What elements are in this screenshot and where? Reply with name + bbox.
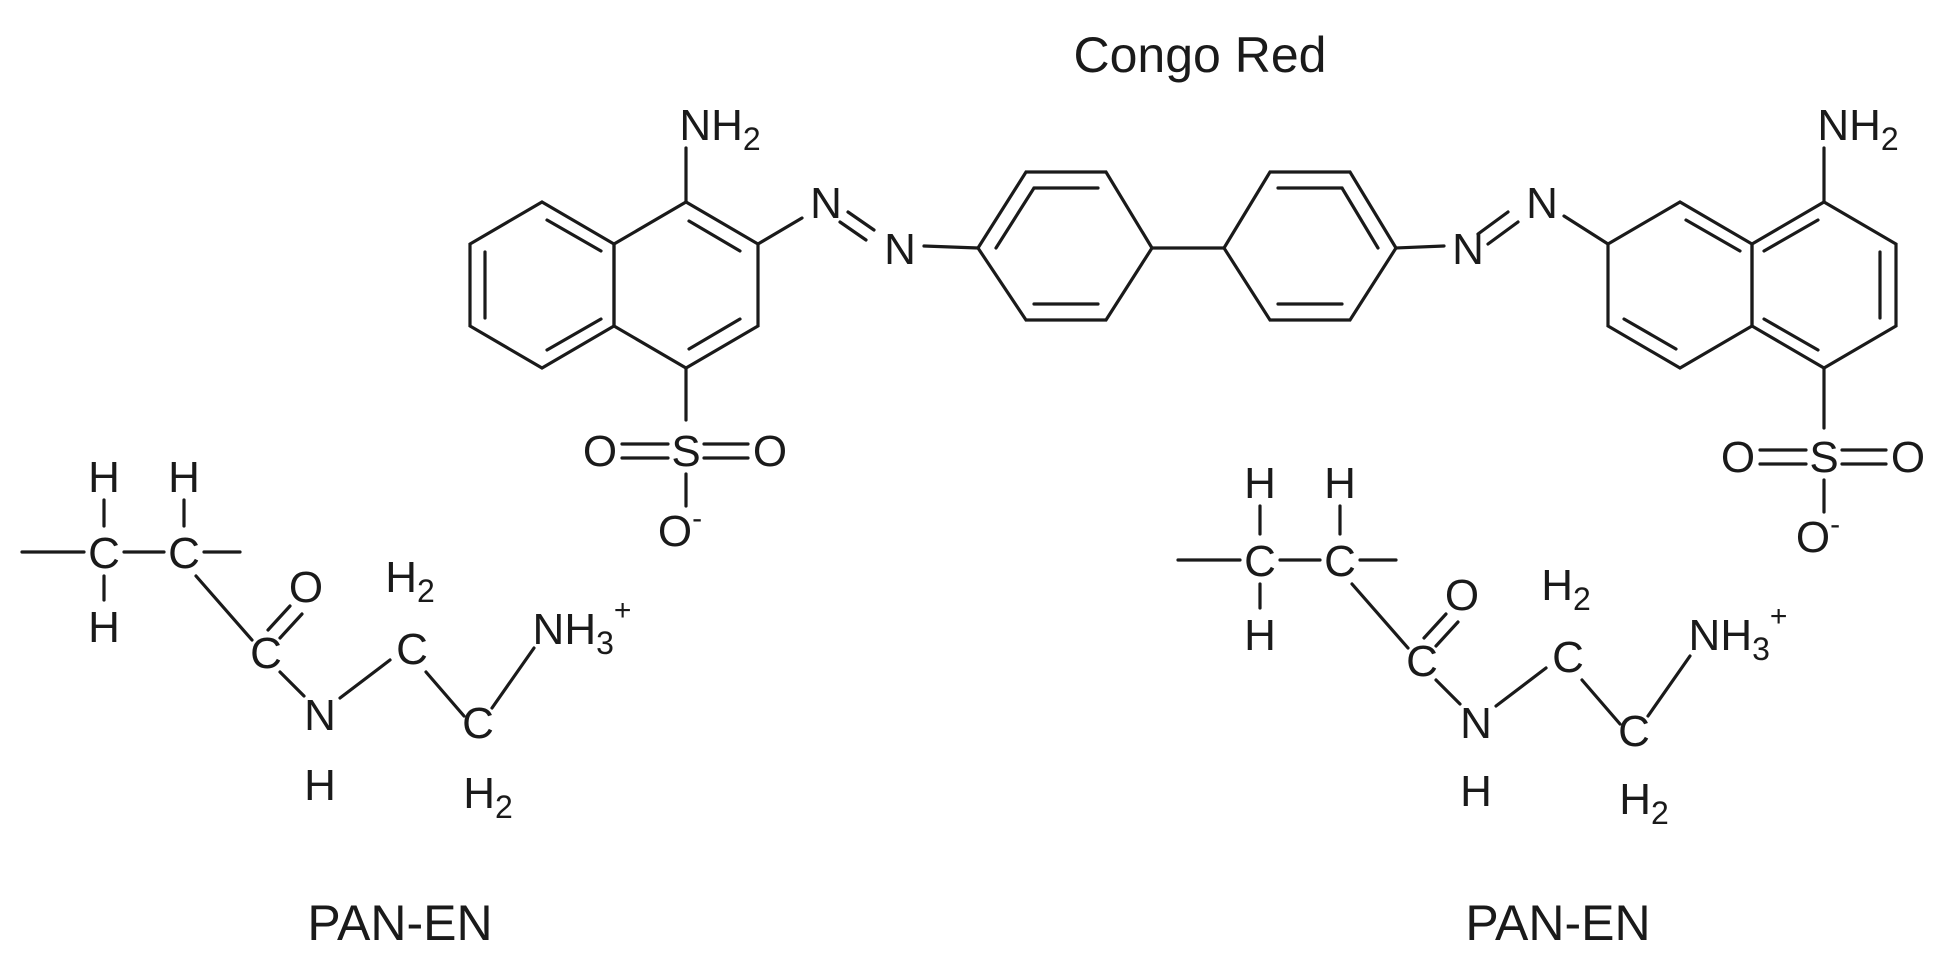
bond: [1562, 214, 1610, 246]
atom: H2: [1619, 775, 1669, 831]
h-atom: H: [304, 761, 336, 810]
pan-en-right: C C H H H C O N H C H2 C H2 NH3+ PAN-EN: [1176, 459, 1788, 951]
s-atom: S: [671, 427, 700, 476]
double-bond: [687, 219, 742, 253]
congo-red-molecule: NH2 S O O O- N N: [468, 101, 1925, 562]
diagram-title: Congo Red: [1074, 27, 1327, 83]
biphenyl-ring-right: [1222, 170, 1398, 322]
bond: [266, 604, 292, 632]
c-atom: C: [462, 699, 494, 748]
c-atom: C: [250, 629, 282, 678]
o-atom: O: [583, 427, 617, 476]
c-atom: C: [1552, 633, 1584, 682]
o-atom: O: [1445, 571, 1479, 620]
left-naphthalene: [468, 200, 760, 370]
left-naphthalene-ring-inner: [612, 200, 760, 370]
bond: [1494, 666, 1548, 708]
bond: [922, 244, 980, 250]
h-atom: H: [1244, 459, 1276, 508]
right-naphthalene-ring-inner: [1606, 200, 1754, 370]
h-atom: H: [1460, 767, 1492, 816]
bond: [1434, 620, 1460, 648]
c-atom: C: [1324, 537, 1356, 586]
c-atom: C: [396, 625, 428, 674]
bond: [1646, 654, 1692, 718]
bond: [278, 670, 306, 698]
right-naphthalene-ring-outer: [1750, 200, 1898, 370]
bond: [424, 670, 466, 718]
biphenyl-ring-left: [976, 170, 1154, 322]
n-atom: N: [1460, 699, 1492, 748]
atom: H2: [1541, 561, 1591, 617]
amino-group-left: NH2: [679, 101, 760, 157]
bond: [278, 612, 304, 640]
double-bond: [545, 218, 603, 253]
n-atom: N: [884, 225, 916, 274]
double-bond: [687, 317, 742, 351]
sulfonate-oxygen-left: O-: [658, 502, 702, 556]
h-atom: H: [168, 453, 200, 502]
h-atom: H: [1324, 459, 1356, 508]
o-atom: O: [289, 563, 323, 612]
pan-en-label-right: PAN-EN: [1465, 895, 1650, 951]
left-naphthalene-ring-outer: [468, 200, 616, 370]
shape: [976, 170, 1154, 322]
bond: [490, 646, 536, 710]
bond: [1434, 678, 1462, 706]
bond: [1762, 317, 1820, 352]
c-atom: C: [1618, 707, 1650, 756]
bond: [1762, 218, 1820, 253]
bond: [846, 210, 876, 232]
pan-en-left: C C H H H C O N H C H2 C H2 NH3+ PAN-EN: [20, 453, 632, 951]
o-atom: O: [753, 427, 787, 476]
bond: [1476, 210, 1510, 236]
bond: [994, 186, 1036, 250]
bond: [1422, 612, 1448, 640]
n-atom: N: [304, 691, 336, 740]
bond: [1394, 244, 1446, 250]
bond: [1350, 582, 1410, 650]
bond: [338, 658, 392, 700]
c-atom: C: [1406, 637, 1438, 686]
sulfonate-group-right: S O O O-: [1721, 433, 1925, 562]
bond: [1486, 220, 1520, 246]
h-atom: H: [88, 453, 120, 502]
o-atom: O: [1891, 433, 1925, 482]
bond: [194, 574, 254, 642]
shape: [1222, 170, 1398, 322]
o-atom: O: [1721, 433, 1755, 482]
bond: [1340, 186, 1380, 250]
h-atom: H: [1244, 611, 1276, 660]
sulfonate-oxygen-right: O-: [1796, 508, 1840, 562]
amino-group-right: NH2: [1817, 101, 1898, 157]
c-atom: C: [1244, 537, 1276, 586]
double-bond: [545, 317, 603, 352]
atom: H2: [463, 769, 513, 825]
s-atom: S: [1809, 433, 1838, 482]
pan-en-label-left: PAN-EN: [307, 895, 492, 951]
n-atom: N: [1526, 179, 1558, 228]
right-naphthalene: [1606, 200, 1898, 370]
bond: [756, 216, 804, 246]
c-atom: C: [168, 529, 200, 578]
h-atom: H: [88, 603, 120, 652]
bond: [1622, 317, 1678, 351]
sulfonate-group-left: S O O O-: [583, 427, 787, 556]
n-atom: N: [810, 179, 842, 228]
ammonium-group-left: NH3+: [533, 594, 632, 661]
bond: [1580, 678, 1622, 726]
bond: [1684, 218, 1742, 253]
c-atom: C: [88, 529, 120, 578]
ammonium-group-right: NH3+: [1689, 600, 1788, 667]
bond: [838, 220, 868, 242]
atom: H2: [385, 553, 435, 609]
